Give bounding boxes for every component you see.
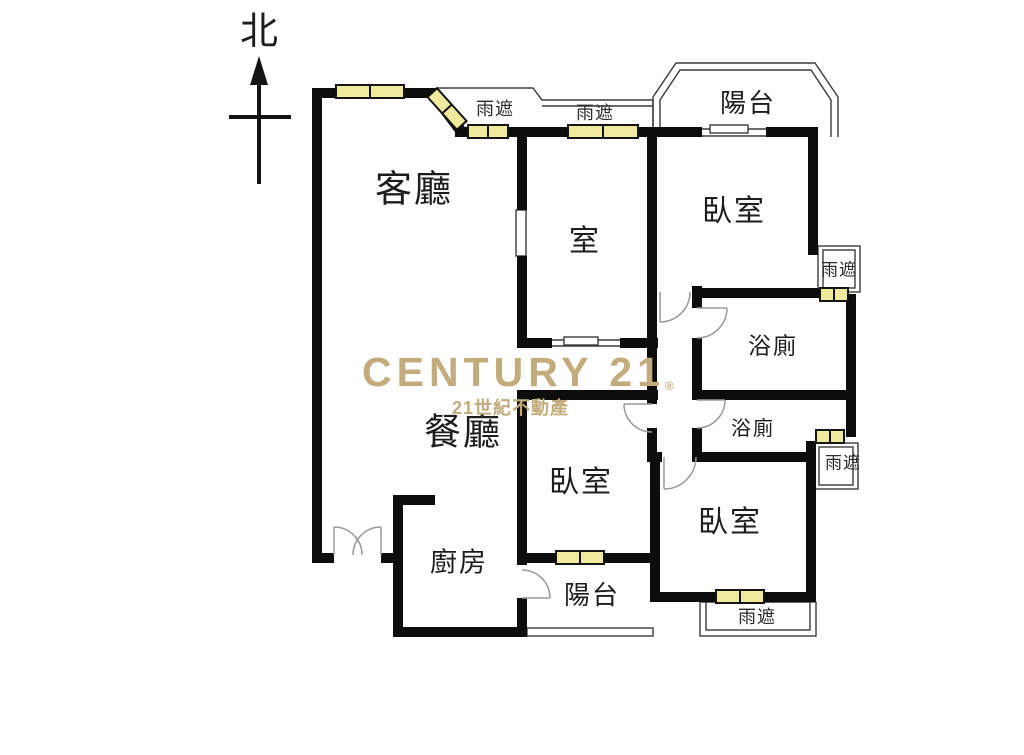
wall-segment — [517, 127, 527, 210]
wall-segment — [393, 627, 527, 637]
room-label-rain-cover-right-lower: 雨遮 — [825, 453, 861, 473]
entry-door-left — [333, 526, 363, 556]
window — [426, 86, 468, 132]
rain-cover-right-lower-inner — [818, 446, 854, 486]
window — [819, 287, 849, 302]
room-label-rain-cover-bottom: 雨遮 — [738, 607, 776, 627]
rain-cover-top-left-outline — [435, 87, 654, 128]
wall-segment — [518, 338, 552, 348]
wall-segment — [806, 441, 816, 602]
balcony-top-outline-inner — [659, 69, 832, 137]
wall-segment — [846, 294, 856, 437]
registered-trademark-icon: ® — [664, 379, 674, 393]
wall-segment — [647, 348, 657, 404]
wall-segment — [517, 256, 527, 348]
wall-segment — [694, 452, 816, 462]
wall-segment — [650, 452, 660, 602]
entry-door-right — [352, 526, 382, 556]
doors — [333, 291, 728, 599]
compass-arrowhead — [250, 56, 268, 85]
thin-outlines — [435, 62, 861, 637]
wall-segment — [692, 428, 702, 462]
window — [715, 589, 765, 604]
wall-segment — [312, 553, 334, 563]
room-label-dining-room: 餐廳 — [424, 412, 502, 454]
window — [467, 124, 509, 139]
wall-segment — [393, 495, 435, 505]
room-label-balcony-top: 陽台 — [719, 89, 777, 118]
room-label-bedroom-bottom-right: 臥室 — [698, 506, 762, 539]
bathroom-lower-door — [696, 399, 726, 429]
bedroom-top-door — [659, 291, 691, 323]
room-label-rain-cover-top-center: 雨遮 — [576, 103, 614, 123]
north-compass — [229, 56, 291, 184]
wall-segment — [518, 390, 658, 400]
wall-segment — [766, 127, 818, 137]
window — [555, 550, 605, 565]
century21-watermark-subtitle: 21世紀不動產 — [452, 398, 570, 418]
inner-room-sliding-door — [563, 336, 599, 346]
living-room-glass-panel — [515, 209, 527, 257]
wall-segment — [692, 338, 702, 400]
room-label-inner-room: 室 — [569, 225, 601, 258]
room-label-rain-cover-right-upper: 雨遮 — [821, 260, 857, 280]
balcony-top-outline-outer — [652, 62, 839, 137]
wall-segment — [381, 553, 395, 563]
bedroom-bottom-door — [663, 456, 697, 490]
wall-segment — [312, 88, 322, 563]
wall-segment — [808, 127, 818, 255]
century21-watermark: CENTURY 21® — [362, 349, 674, 396]
room-label-bedroom-middle: 臥室 — [549, 466, 613, 499]
wall-segment — [692, 286, 702, 308]
wall-segment — [647, 428, 657, 462]
room-label-rain-cover-top-left: 雨遮 — [476, 99, 514, 119]
room-label-bedroom-top-right: 臥室 — [702, 195, 766, 228]
wall-segment — [692, 288, 822, 298]
north-label: 北 — [239, 11, 281, 53]
room-label-living-room: 客廳 — [375, 169, 453, 211]
room-label-bathroom-upper: 浴廁 — [748, 333, 798, 359]
room-label-kitchen: 廚房 — [430, 547, 488, 578]
wall-segment — [620, 338, 658, 348]
bedroom-middle-door — [623, 403, 653, 433]
wall-segment — [393, 495, 403, 637]
balcony-bottom-edge — [526, 627, 654, 637]
room-label-balcony-bottom: 陽台 — [563, 581, 621, 610]
room-label-bathroom-lower: 浴廁 — [731, 418, 775, 440]
wall-segment — [647, 127, 657, 348]
window — [815, 429, 845, 444]
balcony-sliding-door — [709, 124, 749, 134]
window — [335, 84, 405, 99]
bathroom-upper-door — [696, 307, 728, 339]
kitchen-door — [521, 569, 551, 599]
wall-segment — [517, 390, 527, 565]
window — [567, 124, 639, 139]
windows — [335, 84, 849, 604]
century21-brand-text: CENTURY 21 — [362, 349, 665, 395]
wall-segment — [517, 598, 527, 637]
wall-segment — [692, 390, 856, 400]
